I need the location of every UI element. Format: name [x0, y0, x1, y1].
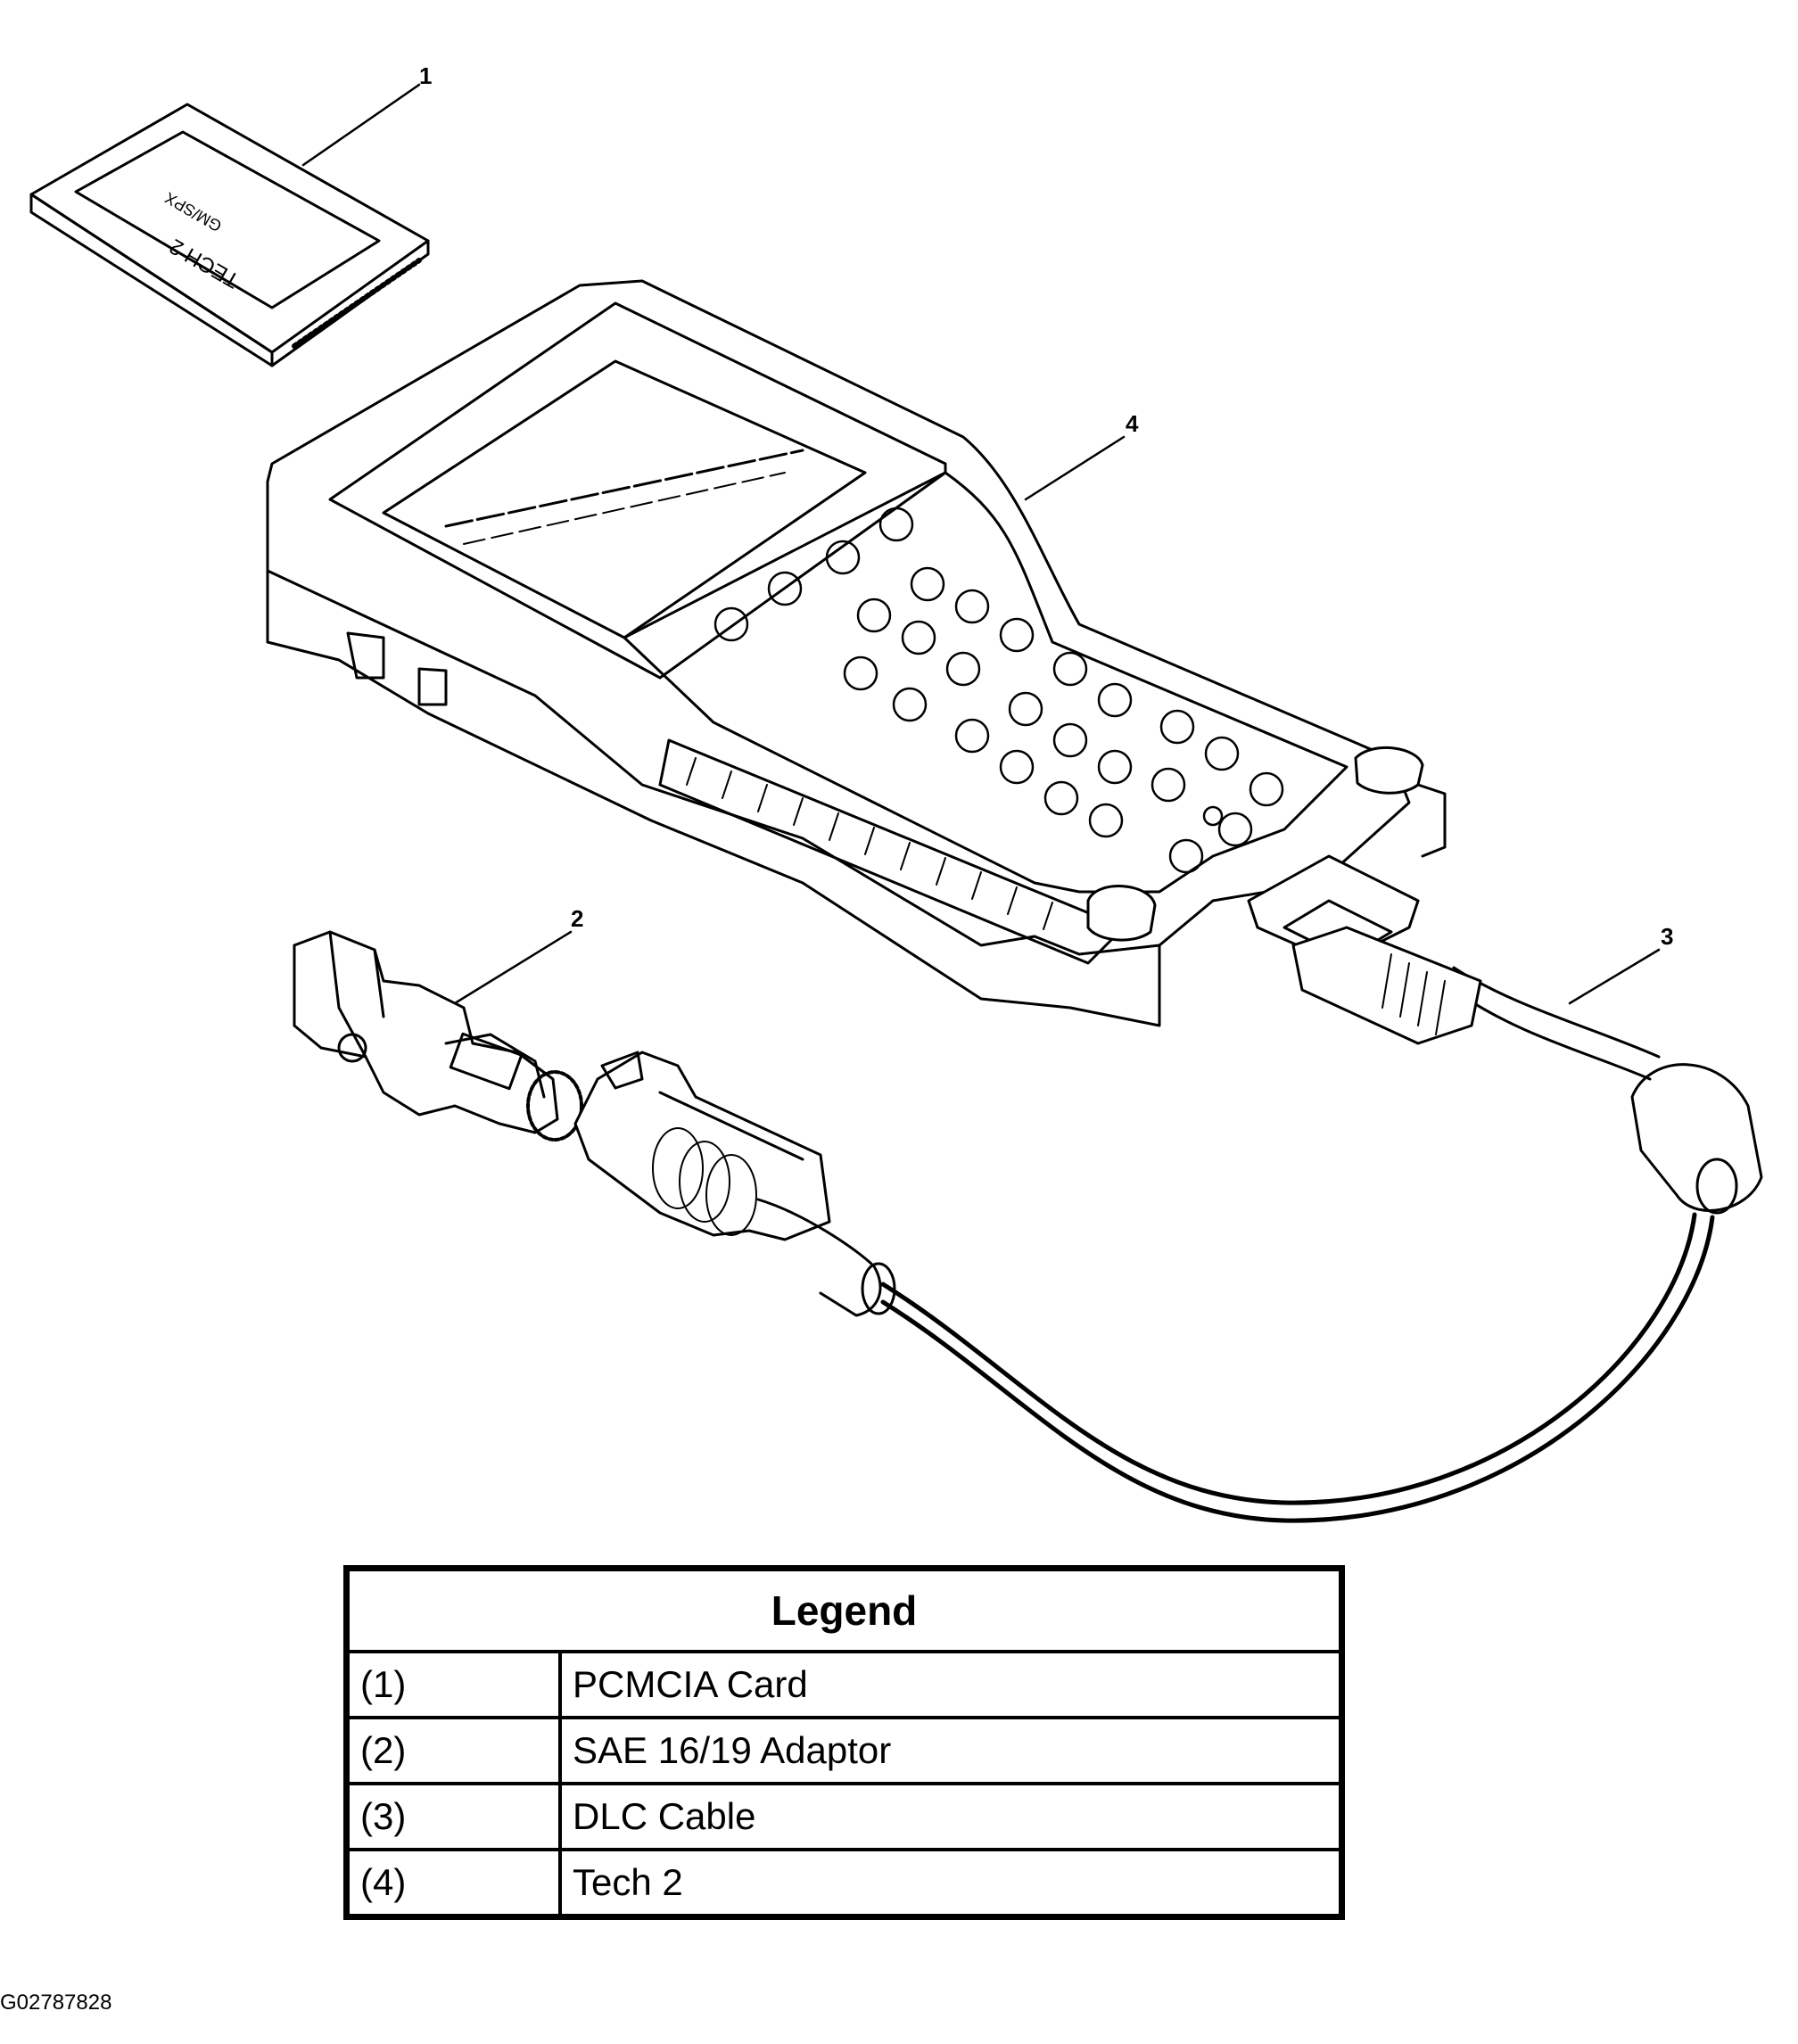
tech2-scanner	[266, 279, 1447, 1027]
legend-label: PCMCIA Card	[558, 1650, 1344, 1719]
legend-table: Legend (1) PCMCIA Card (2) SAE 16/19 Ada…	[343, 1565, 1345, 1920]
callout-4: 4	[1126, 410, 1139, 437]
legend-row: (1) PCMCIA Card	[344, 1650, 1344, 1719]
legend-num: (3)	[344, 1782, 562, 1851]
figure-id: G02787828	[0, 1990, 112, 2015]
callout-1: 1	[419, 62, 433, 89]
keypad-buttons	[713, 507, 1284, 874]
legend-row: (2) SAE 16/19 Adaptor	[344, 1716, 1344, 1785]
legend-num: (4)	[344, 1848, 562, 1919]
tech2-exploded-illustration: TECH 2 GM/SPX	[29, 83, 1763, 1523]
legend-label: DLC Cable	[558, 1782, 1344, 1851]
legend-row: (3) DLC Cable	[344, 1782, 1344, 1851]
legend-num: (1)	[344, 1650, 562, 1719]
legend-title: Legend	[344, 1566, 1344, 1653]
callout-3: 3	[1661, 923, 1674, 950]
legend-label: Tech 2	[558, 1848, 1344, 1919]
legend-label: SAE 16/19 Adaptor	[558, 1716, 1344, 1785]
legend-row: (4) Tech 2	[344, 1848, 1344, 1919]
pcmcia-card: TECH 2 GM/SPX	[29, 103, 430, 367]
dlc-cable	[573, 926, 1763, 1523]
callout-leaders	[301, 83, 1661, 1005]
callout-2: 2	[571, 905, 584, 932]
sae-adaptor	[293, 930, 583, 1142]
legend-num: (2)	[344, 1716, 562, 1785]
